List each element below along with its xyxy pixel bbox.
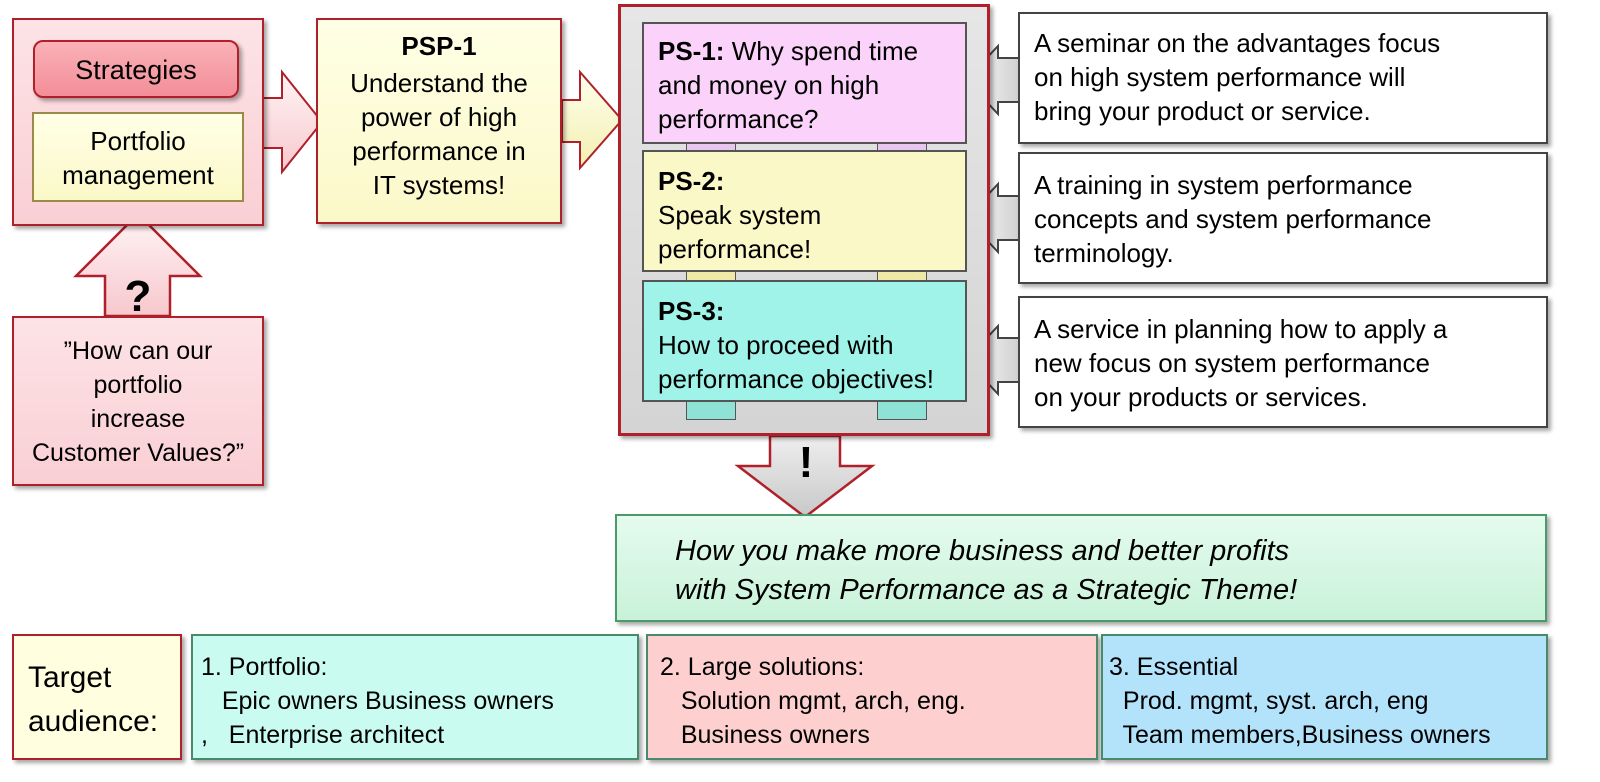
ps2-code: PS-2:	[658, 166, 725, 196]
target-audience-label: Target audience:	[28, 661, 159, 738]
description-box-3: A service in planning how to apply a new…	[1018, 296, 1548, 428]
question-mark: ?	[124, 272, 152, 321]
ps3-text: How to proceed with performance objectiv…	[658, 330, 935, 394]
description-box-2: A training in system performance concept…	[1018, 152, 1548, 284]
psp1-title: PSP-1	[401, 31, 477, 61]
description-text-2: A training in system performance concept…	[1034, 170, 1432, 268]
target-audience-label-box: Target audience:	[12, 634, 182, 760]
ps-connector-tab	[686, 400, 736, 420]
ps3-code: PS-3:	[658, 296, 725, 326]
audience-group-essential: 3. Essential Prod. mgmt, syst. arch, eng…	[1101, 634, 1548, 760]
description-box-1: A seminar on the advantages focus on hig…	[1018, 12, 1548, 144]
description-text-1: A seminar on the advantages focus on hig…	[1034, 28, 1441, 126]
psp1-text: Understand the power of high performance…	[350, 68, 528, 200]
ps1-box: PS-1: Why spend time and money on high p…	[642, 22, 967, 144]
audience-group-text: 2. Large solutions: Solution mgmt, arch,…	[660, 653, 966, 749]
result-text: How you make more business and better pr…	[675, 535, 1298, 606]
strategies-badge: Strategies	[33, 40, 239, 98]
portfolio-management-box: Portfolio management	[32, 112, 244, 202]
question-text: ”How can our portfolio increase Customer…	[31, 337, 245, 467]
description-text-3: A service in planning how to apply a new…	[1034, 314, 1448, 412]
exclamation-mark: !	[798, 438, 814, 487]
arrow-down-to-result	[734, 434, 876, 519]
ps2-text: Speak system performance!	[658, 200, 822, 264]
arrow-strategies-to-psp1	[261, 69, 324, 175]
ps2-box: PS-2: Speak system performance!	[642, 150, 967, 272]
arrow-psp1-to-ps	[561, 69, 624, 171]
audience-group-large-solutions: 2. Large solutions: Solution mgmt, arch,…	[646, 634, 1098, 760]
psp1-box: PSP-1 Understand the power of high perfo…	[316, 18, 562, 224]
ps1-text: Why spend time and money on high perform…	[658, 36, 919, 134]
audience-group-portfolio: 1. Portfolio: Epic owners Business owner…	[191, 634, 639, 760]
question-box: ”How can our portfolio increase Customer…	[12, 316, 264, 486]
strategies-label: Strategies	[75, 55, 197, 85]
ps-connector-tab	[877, 400, 927, 420]
ps1-code: PS-1:	[658, 36, 725, 66]
arrow-question-up	[72, 212, 204, 318]
ps3-box: PS-3: How to proceed with performance ob…	[642, 280, 967, 402]
portfolio-label: Portfolio management	[62, 126, 214, 190]
audience-group-text: 3. Essential Prod. mgmt, syst. arch, eng…	[1109, 653, 1491, 749]
result-box: How you make more business and better pr…	[615, 514, 1547, 622]
audience-group-text: 1. Portfolio: Epic owners Business owner…	[201, 653, 554, 749]
